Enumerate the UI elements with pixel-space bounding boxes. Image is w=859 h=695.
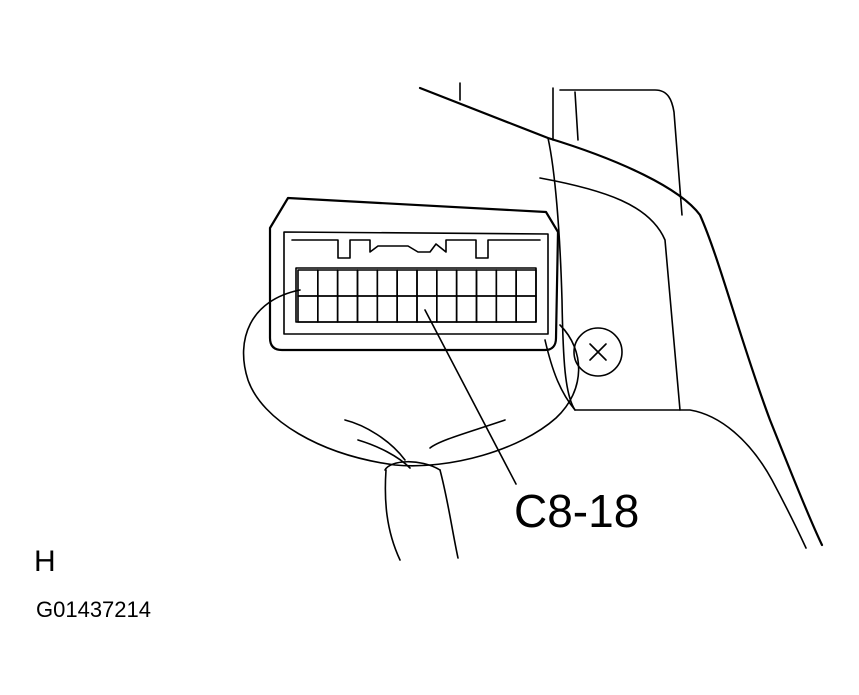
terminal-cell (336, 295, 359, 323)
terminal-cell (495, 295, 517, 323)
pin-callout-label: C8-18 (514, 485, 640, 537)
terminal-cell (356, 269, 379, 297)
leader-line (424, 309, 517, 485)
terminal-cell (416, 269, 438, 297)
terminal-cell (435, 295, 458, 323)
terminal-grid (297, 269, 537, 323)
terminal-cell (336, 269, 359, 297)
bolt-icon (573, 327, 623, 377)
terminal-cell (416, 295, 438, 323)
figure-id: G01437214 (36, 597, 151, 622)
terminal-cell (515, 295, 537, 323)
terminal-cell (455, 269, 478, 297)
connector-housing (268, 196, 560, 352)
view-letter: H (34, 545, 56, 578)
terminal-cell (396, 295, 418, 323)
terminal-cell (495, 269, 517, 297)
terminal-cell (376, 269, 398, 297)
terminal-cell (316, 295, 339, 323)
terminal-cell (297, 269, 319, 297)
terminal-cell (396, 269, 418, 297)
terminal-cell (356, 295, 379, 323)
terminal-cell (435, 269, 458, 297)
wire-harness (344, 419, 506, 561)
terminal-cell (475, 295, 498, 323)
terminal-cell (316, 269, 339, 297)
body-panel (418, 82, 824, 549)
terminal-cell (515, 269, 537, 297)
callout-ellipse (242, 289, 580, 467)
terminal-cell (376, 295, 398, 323)
terminal-cell (455, 295, 478, 323)
terminal-cell (297, 295, 319, 323)
terminal-cell (475, 269, 498, 297)
